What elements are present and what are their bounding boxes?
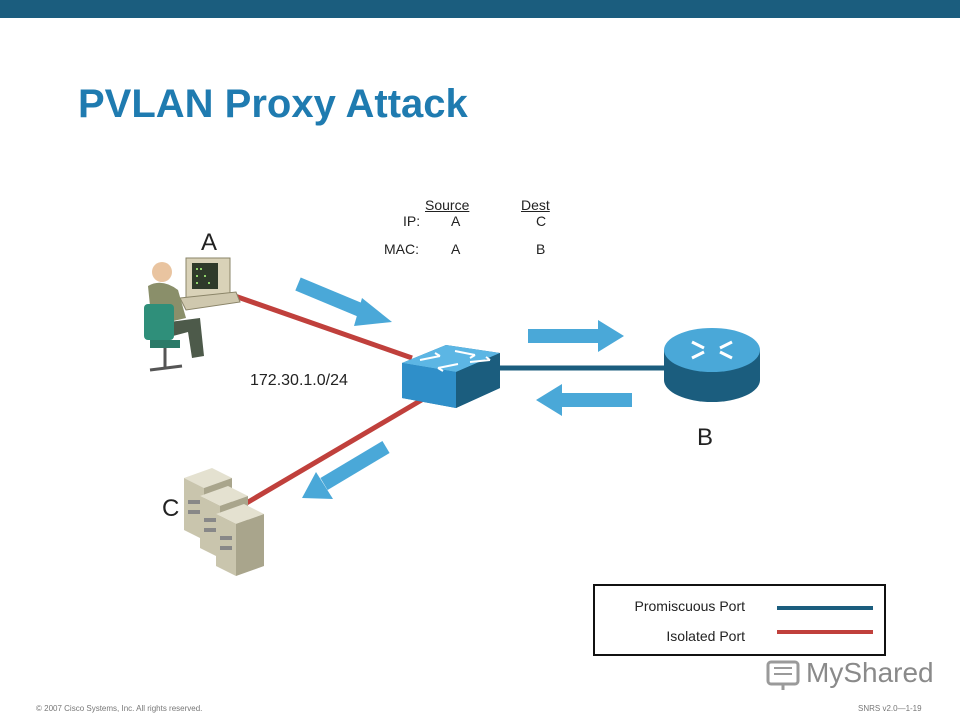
row-ip-dest: C	[536, 213, 547, 229]
arrow-switch-to-c	[302, 440, 390, 499]
legend-promiscuous-line	[777, 606, 873, 610]
page-title: PVLAN Proxy Attack	[78, 82, 468, 126]
top-banner	[0, 0, 960, 18]
router-icon	[664, 328, 760, 402]
row-ip-label: IP:	[403, 213, 421, 229]
switch-icon	[402, 345, 500, 408]
arrow-switch-to-router	[528, 320, 624, 352]
arrow-a-to-switch	[295, 277, 392, 326]
legend-promiscuous-label: Promiscuous Port	[634, 598, 745, 614]
footer-copyright: © 2007 Cisco Systems, Inc. All rights re…	[36, 704, 203, 713]
row-mac-source: A	[451, 241, 461, 257]
brand-logo-icon	[766, 660, 800, 690]
footer-course: SNRS v2.0—1-19	[858, 704, 922, 713]
arrow-router-to-switch	[536, 384, 632, 416]
legend-box: Promiscuous Port Isolated Port	[593, 584, 886, 656]
header-dest: Dest	[521, 197, 550, 213]
node-c-label: C	[162, 495, 180, 522]
link-c-switch	[236, 392, 432, 511]
legend-isolated-label: Isolated Port	[666, 628, 745, 644]
link-a-switch	[231, 292, 413, 361]
server-stack-icon	[184, 468, 264, 576]
header-source: Source	[425, 197, 470, 213]
node-b-label: B	[697, 424, 714, 451]
brand-watermark: MyShared	[806, 657, 934, 688]
node-a-label: A	[201, 229, 218, 256]
row-mac-label: MAC:	[384, 241, 419, 257]
subnet-label: 172.30.1.0/24	[250, 372, 348, 389]
workstation-user-icon	[144, 257, 241, 372]
row-ip-source: A	[451, 213, 461, 229]
legend-isolated-line	[777, 630, 873, 634]
row-mac-dest: B	[536, 241, 546, 257]
